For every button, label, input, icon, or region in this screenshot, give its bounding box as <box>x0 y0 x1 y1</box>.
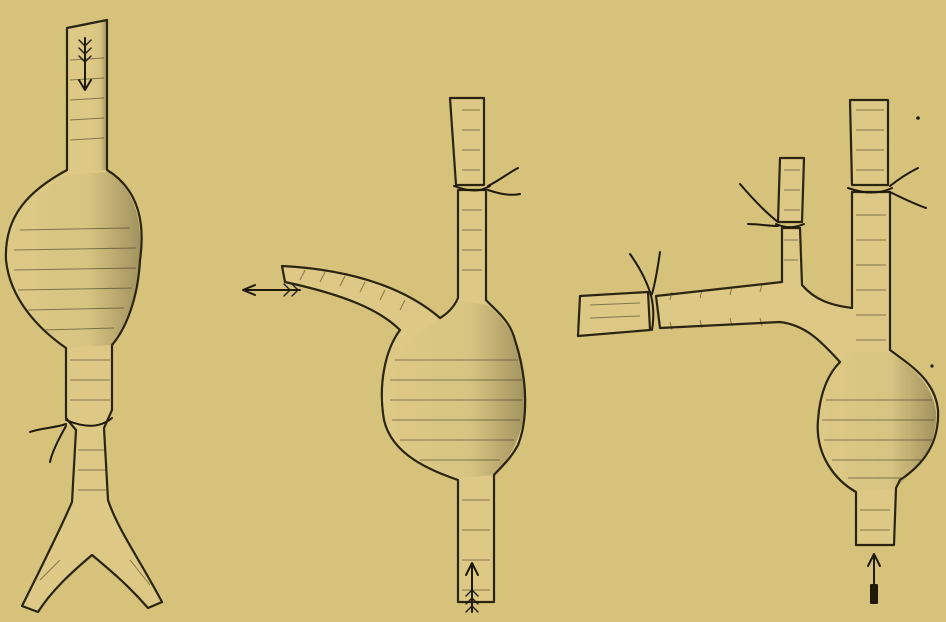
figure-2-upper-segment <box>450 98 484 185</box>
figure-3-branch-left-segment <box>578 292 650 336</box>
figure-3-upper-segment <box>850 100 888 185</box>
figure-1-vessel-shading <box>90 20 107 170</box>
figure-1 <box>6 20 162 612</box>
flow-arrow-up-icon-2 <box>868 554 880 604</box>
figure-2 <box>243 98 526 612</box>
flow-arrow-left-icon <box>243 284 300 296</box>
figure-3 <box>578 100 938 604</box>
figure-3-speck <box>916 116 920 120</box>
figure-3-speck <box>930 364 933 367</box>
